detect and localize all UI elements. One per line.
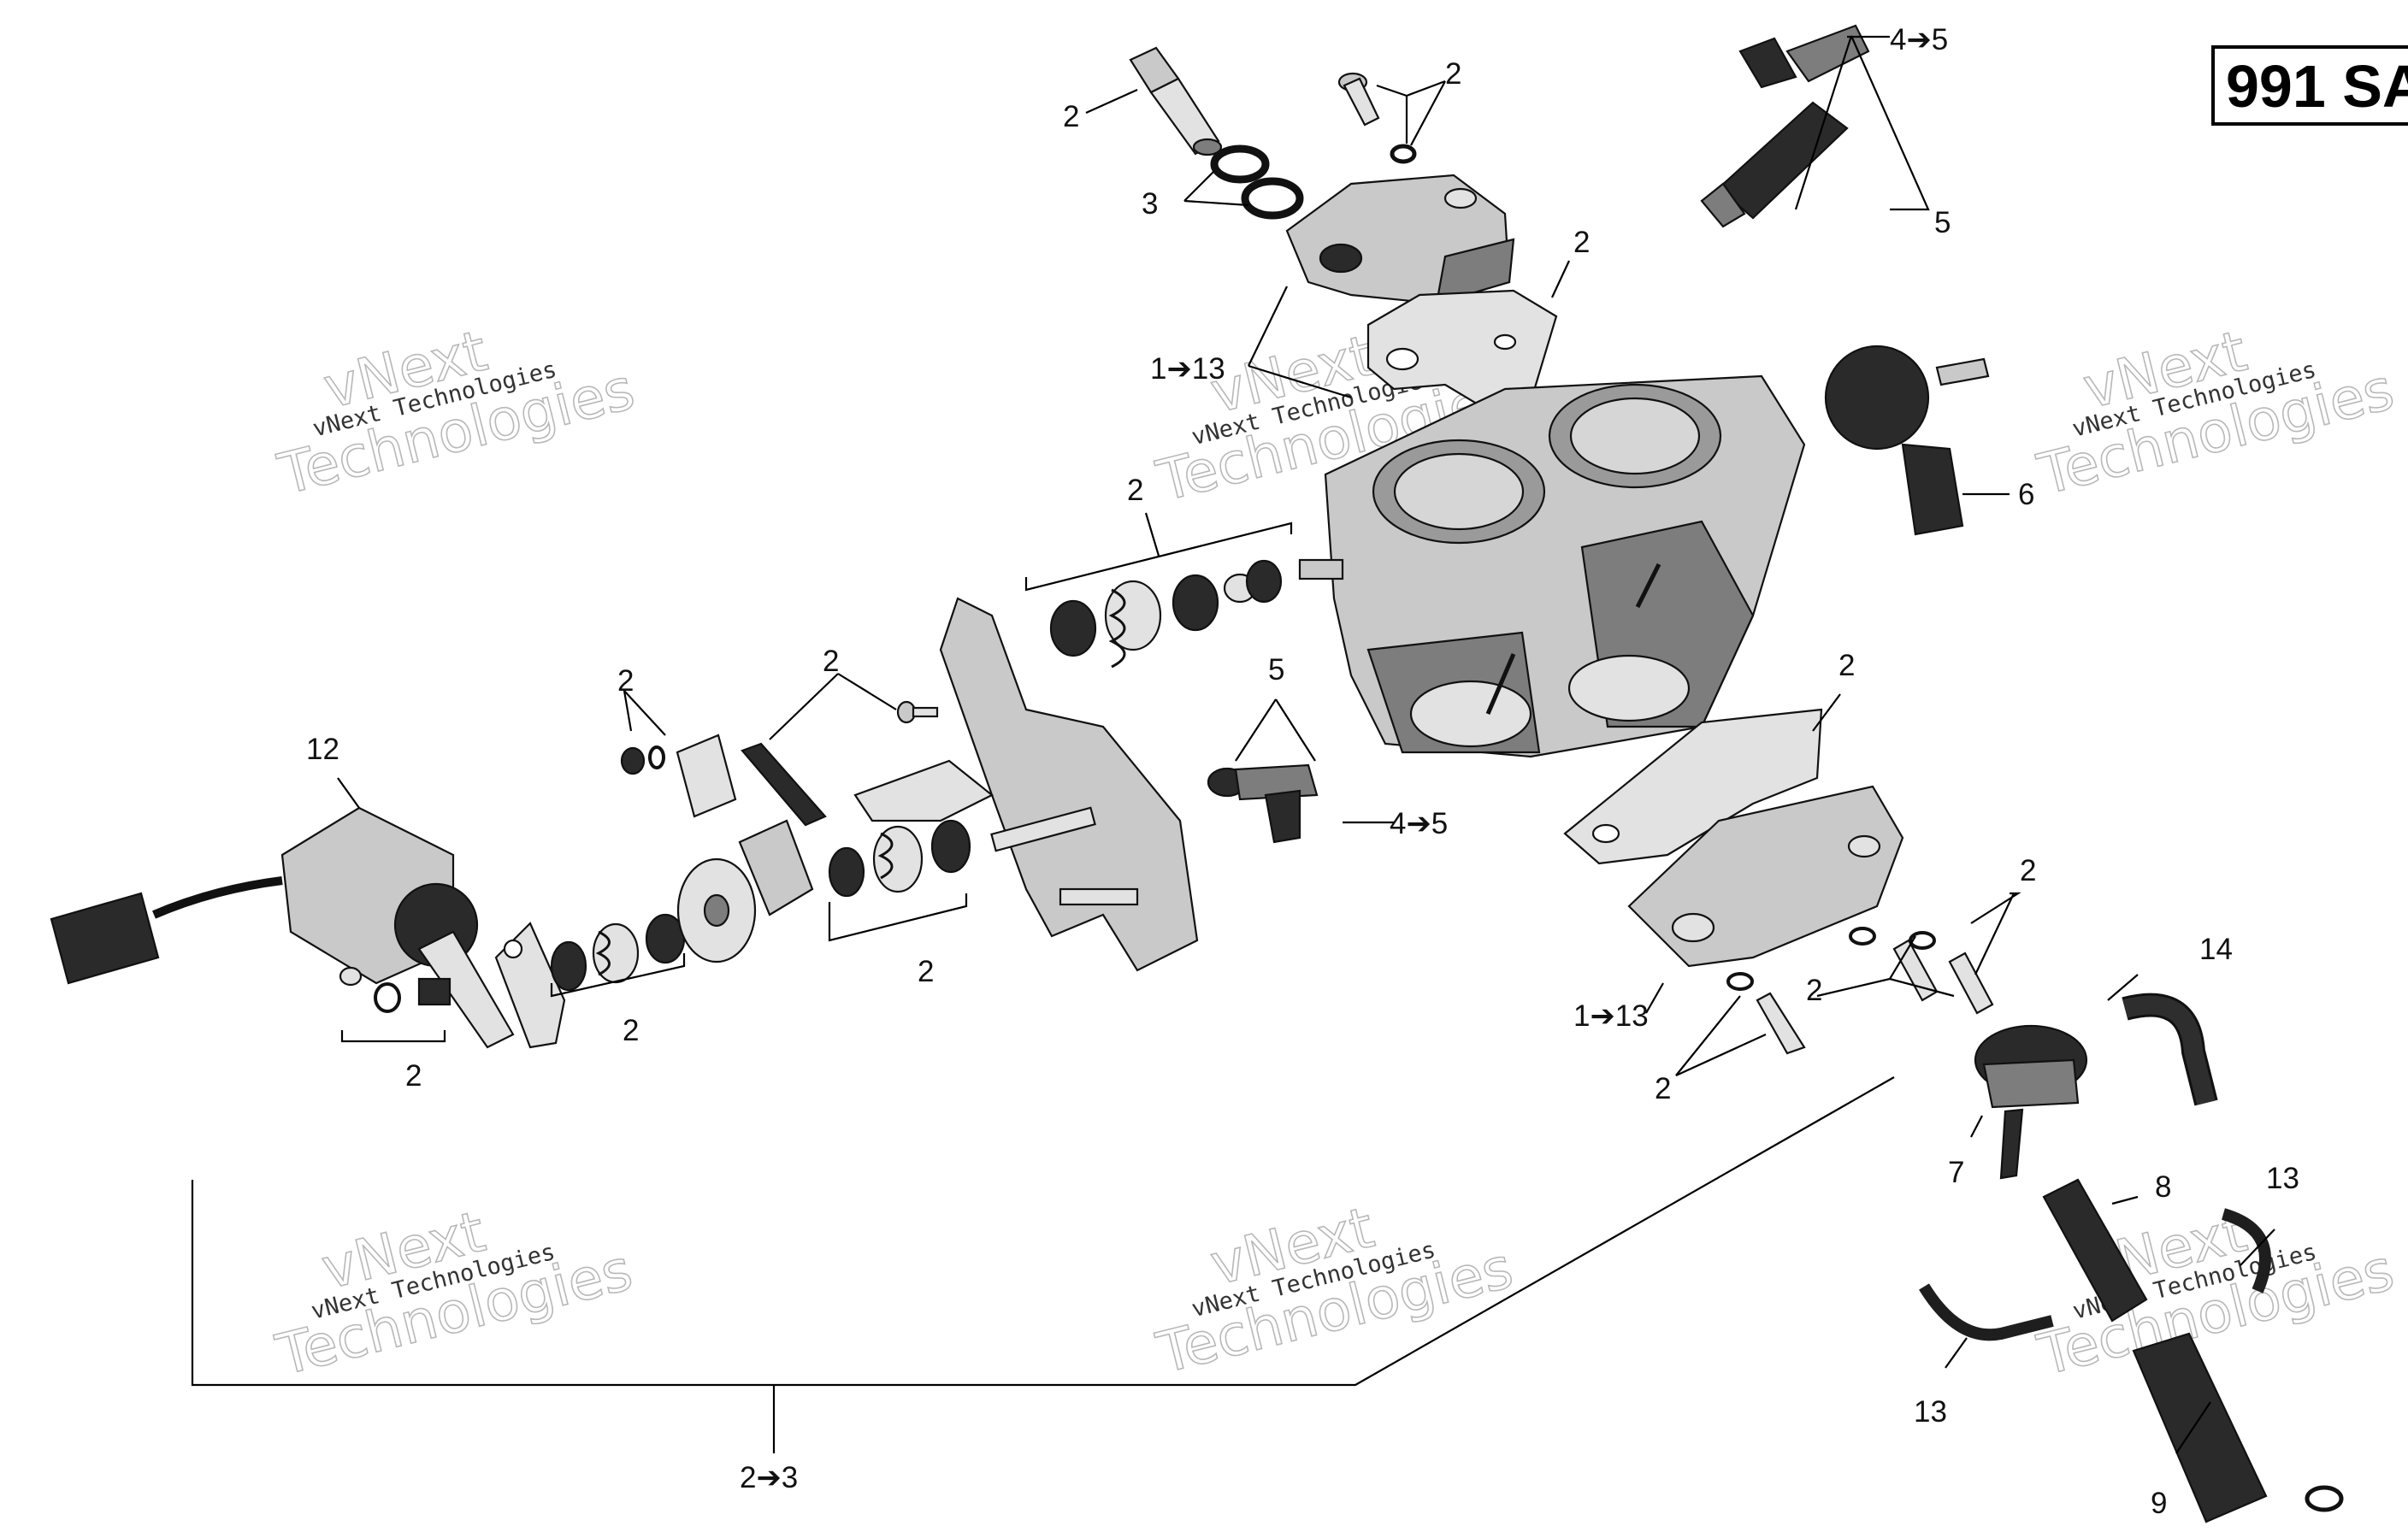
fuel-rail-top bbox=[1285, 174, 1515, 305]
callout-c-5-top: 5 bbox=[1934, 206, 1951, 239]
callout-c-2-spring-set: 2 bbox=[1127, 474, 1143, 507]
callout-c-2-lower-right: 2 bbox=[1655, 1072, 1671, 1105]
diagram-title-box: 991 SA bbox=[2211, 45, 2408, 126]
fuel-filter-8 bbox=[2042, 1178, 2148, 1323]
callout-c-1-13-low: 1➔13 bbox=[1573, 999, 1649, 1033]
callout-c-2-gasket-low: 2 bbox=[1838, 649, 1855, 682]
callout-c-7: 7 bbox=[1948, 1156, 1964, 1189]
callout-c-5-mid: 5 bbox=[1268, 653, 1284, 686]
hose-14 bbox=[2122, 993, 2218, 1106]
idle-actuator-12 bbox=[50, 806, 515, 1049]
callout-c-2-mid-right: 2 bbox=[1806, 974, 1822, 1007]
hose-13-left bbox=[1919, 1283, 2054, 1341]
banjo-bolt bbox=[1129, 46, 1223, 156]
washer-nut-set bbox=[620, 734, 737, 818]
fuel-pressure-regulator bbox=[1974, 1024, 2088, 1180]
callout-c-4-5-top: 4➔5 bbox=[1890, 23, 1948, 56]
watermark-group-top-left: vNext vNext Technologies Technologies bbox=[271, 317, 641, 509]
callout-c-2-bracket-spring: 2 bbox=[918, 955, 934, 988]
callout-c-2-screw-top: 2 bbox=[1445, 57, 1461, 91]
throttle-body bbox=[1298, 374, 1806, 758]
fuel-rail-lower bbox=[1627, 785, 1904, 968]
callout-c-12: 12 bbox=[306, 733, 339, 766]
callout-c-2-right-small: 2 bbox=[2020, 854, 2036, 887]
fuel-fittings bbox=[1726, 927, 1994, 1055]
cam-pulley bbox=[676, 819, 814, 963]
throttle-position-sensor bbox=[1824, 345, 1990, 536]
actuator-small-hardware bbox=[339, 966, 452, 1013]
small-screw-top bbox=[1337, 72, 1417, 164]
callout-c-8: 8 bbox=[2155, 1170, 2171, 1204]
link-rod bbox=[741, 742, 827, 827]
callout-c-2-bolt: 2 bbox=[1063, 100, 1079, 133]
callout-c-14: 14 bbox=[2199, 933, 2233, 966]
callout-c-2-lever-spring: 2 bbox=[623, 1014, 639, 1047]
callout-c-13-right: 13 bbox=[2266, 1162, 2299, 1195]
callout-c-1-13-top: 1➔13 bbox=[1150, 352, 1225, 386]
gasket-lower bbox=[1563, 708, 1823, 865]
callout-c-9: 9 bbox=[2151, 1487, 2167, 1520]
callout-c-2-3-bracket: 2➔3 bbox=[740, 1461, 798, 1494]
fuel-pump-9 bbox=[2132, 1332, 2344, 1523]
throttle-bracket bbox=[853, 597, 1199, 972]
watermark-group-top-right: vNext vNext Technologies Technologies bbox=[2031, 317, 2401, 509]
small-screw-mid bbox=[896, 700, 939, 724]
watermark-group-bottom-left: vNext vNext Technologies Technologies bbox=[269, 1198, 640, 1389]
throttle-spring-set bbox=[1049, 559, 1283, 669]
lever-spring-set bbox=[550, 913, 686, 992]
o-ring-pair bbox=[1210, 144, 1304, 220]
diagram-title: 991 SA bbox=[2226, 53, 2408, 120]
fuel-injector-top bbox=[1700, 24, 1870, 228]
callout-labels: 2 3 2 4➔5 5 2 1➔13 6 2 5 4➔5 2 2 14 2 1➔… bbox=[306, 23, 2299, 1520]
bracket-spring-set bbox=[828, 819, 971, 898]
callout-c-6: 6 bbox=[2018, 478, 2034, 511]
callout-c-2-link: 2 bbox=[823, 645, 839, 678]
throttle-lever-arm bbox=[494, 922, 566, 1049]
watermark-group-bottom-center: vNext vNext Technologies Technologies bbox=[1150, 1193, 1520, 1387]
fuel-injector-mid bbox=[1207, 763, 1319, 844]
callout-c-4-5-mid: 4➔5 bbox=[1390, 807, 1448, 840]
callout-c-13-left: 13 bbox=[1914, 1395, 1947, 1429]
callout-c-2-sensor-hw: 2 bbox=[405, 1059, 422, 1093]
gasket-top bbox=[1366, 289, 1558, 412]
callout-c-2-washers: 2 bbox=[617, 664, 634, 698]
leader-lines bbox=[191, 35, 2275, 1454]
callout-c-2-gasket-top: 2 bbox=[1573, 226, 1590, 259]
callout-c-3-orings: 3 bbox=[1142, 187, 1158, 221]
